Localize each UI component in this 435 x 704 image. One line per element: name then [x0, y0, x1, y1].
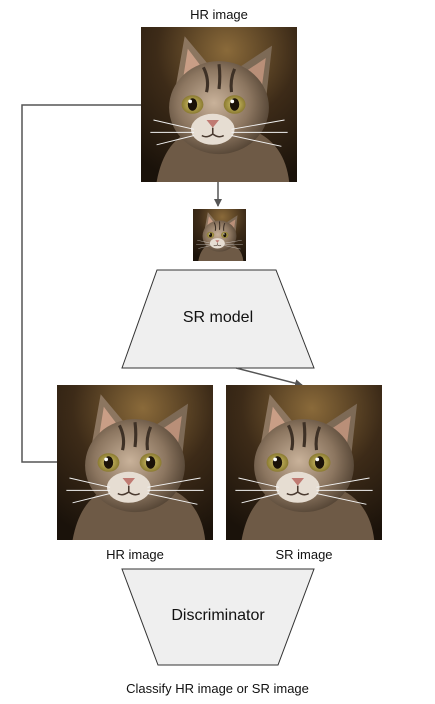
discriminator-label: Discriminator: [171, 607, 265, 624]
discriminator-shape: [121, 568, 315, 666]
hr-image-top: [141, 27, 297, 182]
sr-image-label: SR image: [275, 547, 333, 562]
lr-image: [193, 209, 246, 261]
sr-output-arrow: [235, 367, 303, 388]
hr-image-bottom: [57, 385, 213, 540]
cat-photo-icon: [226, 385, 382, 540]
hr-image-bottom-label: HR image: [106, 547, 164, 562]
caption: Classify HR image or SR image: [126, 681, 309, 696]
sr-image: [226, 385, 382, 540]
cat-photo-icon: [57, 385, 213, 540]
sr-model-label: SR model: [182, 309, 254, 326]
cat-photo-icon: [141, 27, 297, 182]
sr-model-shape: [121, 269, 315, 369]
hr-image-top-label: HR image: [190, 7, 248, 22]
cat-photo-icon: [193, 209, 246, 261]
hr-skip-connector: [21, 104, 141, 463]
